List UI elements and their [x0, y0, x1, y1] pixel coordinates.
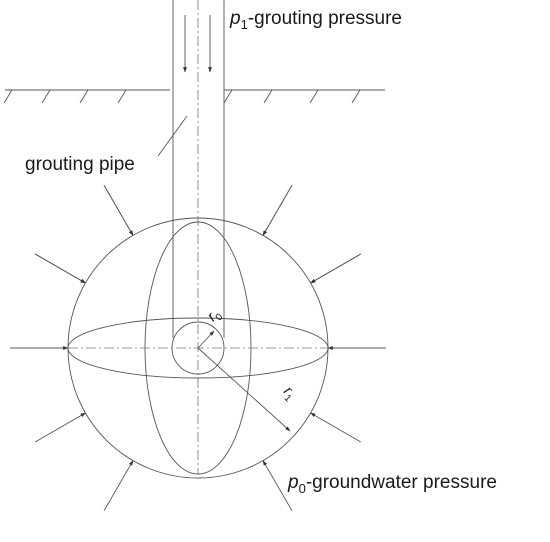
- ground-hatch-mark: [263, 89, 273, 104]
- ground-hatch-mark: [223, 89, 233, 104]
- groundwater-arrow: [262, 184, 293, 236]
- ground-hatch-mark: [3, 89, 13, 104]
- grout-sphere: [50, 217, 348, 479]
- ground-hatch-mark: [351, 89, 361, 104]
- grouting-pipe-label: grouting pipe: [25, 154, 135, 175]
- ground-surface: [3, 89, 385, 104]
- pipe-label-leader: [157, 115, 188, 157]
- groundwater-arrow: [34, 412, 86, 443]
- groundwater-arrow: [103, 460, 134, 512]
- grouting-pressure-label: p1-grouting pressure: [229, 8, 402, 32]
- ground-hatch-mark: [41, 89, 51, 104]
- grouting-pipe: [172, 0, 225, 474]
- groundwater-arrow: [310, 253, 362, 284]
- groundwater-arrow: [34, 253, 86, 284]
- ground-hatch-mark: [117, 89, 127, 104]
- ground-hatch-mark: [309, 89, 319, 104]
- groundwater-arrow: [262, 460, 293, 512]
- groundwater-arrow: [103, 184, 134, 236]
- groundwater-arrow: [310, 412, 362, 443]
- ground-hatch-mark: [79, 89, 89, 104]
- outer-radius-label: r1: [278, 383, 300, 405]
- groundwater-pressure-label: p0-groundwater pressure: [287, 472, 497, 496]
- grouting-pressure-arrows: [183, 15, 212, 73]
- radius-arrows: [197, 330, 291, 432]
- groundwater-pressure-arrows: [10, 184, 386, 512]
